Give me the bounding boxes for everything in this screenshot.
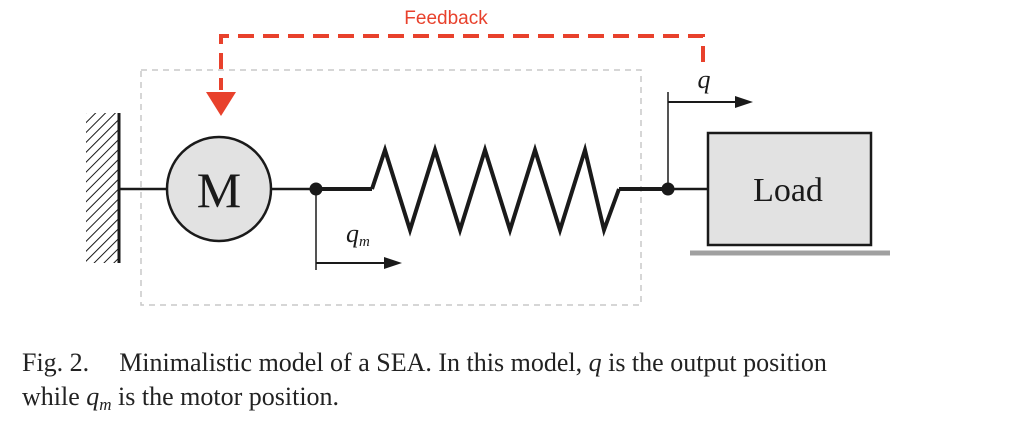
- figure-caption: Fig. 2. Minimalistic model of a SEA. In t…: [22, 346, 1012, 414]
- sea-diagram: Feedback M Load q qm: [86, 8, 890, 306]
- caption-part2: is the output position: [601, 348, 827, 377]
- feedback-path: [219, 34, 705, 90]
- q-label: q: [698, 65, 711, 94]
- caption-var-qm: q: [86, 382, 100, 411]
- caption-var-qm-sub: m: [99, 395, 112, 414]
- wall-hatching: [86, 113, 119, 263]
- motor-node: [309, 182, 323, 196]
- caption-fig-label: Fig. 2.: [22, 348, 90, 377]
- load-label: Load: [753, 172, 823, 209]
- caption-part1: Minimalistic model of a SEA. In this mod…: [119, 348, 589, 377]
- qm-label-symbol: q: [346, 219, 359, 248]
- q-arrowhead: [735, 96, 753, 108]
- spring: [370, 142, 621, 237]
- feedback-arrowhead: [206, 92, 236, 116]
- feedback-label: Feedback: [404, 8, 488, 29]
- caption-var-q: q: [588, 348, 602, 377]
- qm-label-subscript: m: [359, 234, 370, 250]
- motor-label: M: [197, 162, 241, 218]
- load-block: [706, 131, 873, 247]
- caption-part4: is the motor position.: [111, 382, 340, 411]
- qm-arrowhead: [384, 257, 402, 269]
- qm-label: qm: [346, 219, 370, 250]
- caption-part3: while: [22, 382, 87, 411]
